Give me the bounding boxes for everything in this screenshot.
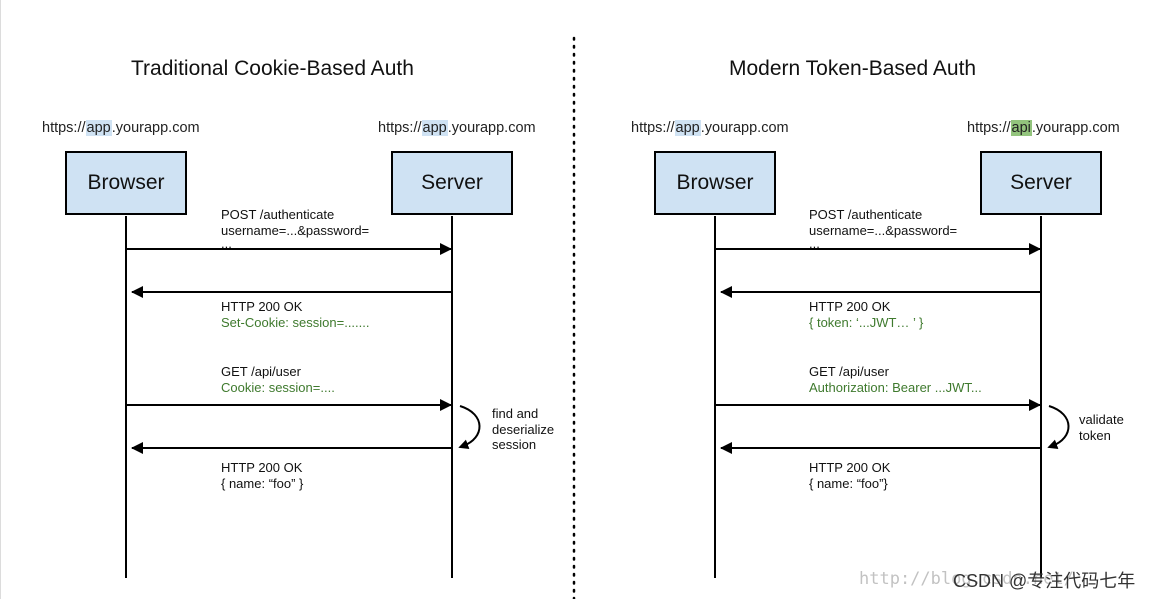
- right-server-box: Server: [980, 151, 1102, 215]
- url-subdomain-highlight: app: [674, 120, 701, 136]
- right-msg-http-200-name: HTTP 200 OK { name: “foo”}: [809, 460, 890, 492]
- msg-line: username=...&password=: [809, 223, 958, 238]
- right-note-validate: validate token: [1079, 412, 1124, 443]
- left-browser-box: Browser: [65, 151, 187, 215]
- left-msg-http-200-name: HTTP 200 OK { name: “foo” }: [221, 460, 303, 492]
- url-subdomain-highlight: app: [85, 120, 112, 136]
- url-domain: .yourapp.com: [1031, 120, 1120, 136]
- msg-line: ...: [809, 236, 820, 251]
- note-line: validate: [1079, 412, 1124, 427]
- url-prefix: https://: [42, 120, 86, 136]
- right-title: Modern Token-Based Auth: [729, 57, 977, 80]
- msg-line: { name: “foo” }: [221, 476, 304, 491]
- url-domain: .yourapp.com: [700, 120, 789, 136]
- url-domain: .yourapp.com: [447, 120, 536, 136]
- msg-line: HTTP 200 OK: [221, 299, 303, 314]
- right-browser-url: https://app.yourapp.com: [631, 120, 789, 136]
- msg-line: username=...&password=: [221, 223, 370, 238]
- msg-line: POST /authenticate: [809, 207, 923, 222]
- left-note-deserialize: find and deserialize session: [492, 406, 554, 453]
- msg-line: { name: “foo”}: [809, 476, 888, 491]
- left-msg-post-authenticate: POST /authenticate username=...&password…: [221, 207, 370, 251]
- msg-line: GET /api/user: [809, 364, 889, 379]
- left-msg-get-api-user: GET /api/user Cookie: session=....: [221, 364, 335, 396]
- url-prefix: https://: [631, 120, 675, 136]
- url-domain: .yourapp.com: [111, 120, 200, 136]
- url-subdomain-highlight: api: [1010, 120, 1032, 136]
- msg-line: GET /api/user: [221, 364, 301, 379]
- msg-body-line: { token: ‘...JWT… ’ }: [809, 315, 924, 330]
- msg-header-line: Set-Cookie: session=.......: [221, 315, 370, 330]
- msg-line: ...: [221, 236, 232, 251]
- left-server-url: https://app.yourapp.com: [378, 120, 536, 136]
- right-msg-http-200-token: HTTP 200 OK { token: ‘...JWT… ’ }: [809, 299, 923, 331]
- csdn-watermark: CSDN @专注代码七年: [953, 571, 1136, 591]
- url-subdomain-highlight: app: [421, 120, 448, 136]
- left-msg-http-200-cookie: HTTP 200 OK Set-Cookie: session=.......: [221, 299, 369, 331]
- url-prefix: https://: [378, 120, 422, 136]
- right-self-arrow: [1047, 405, 1070, 449]
- blog-url-watermark: http://blog.csdn.net/: [859, 569, 1074, 589]
- note-line: token: [1079, 427, 1111, 443]
- url-prefix: https://: [967, 120, 1011, 136]
- note-line: find and: [492, 406, 539, 421]
- msg-line: HTTP 200 OK: [221, 460, 303, 475]
- left-self-arrow: [458, 405, 481, 449]
- left-title: Traditional Cookie-Based Auth: [131, 57, 414, 80]
- right-msg-post-authenticate: POST /authenticate username=...&password…: [809, 207, 958, 251]
- right-server-url: https://api.yourapp.com: [967, 120, 1120, 136]
- msg-line: POST /authenticate: [221, 207, 335, 222]
- msg-header-line: Cookie: session=....: [221, 380, 335, 395]
- msg-line: HTTP 200 OK: [809, 460, 891, 475]
- left-browser-url: https://app.yourapp.com: [42, 120, 200, 136]
- right-browser-box: Browser: [654, 151, 776, 215]
- note-line: deserialize: [492, 421, 555, 437]
- note-line: session: [492, 437, 537, 452]
- right-msg-get-api-user: GET /api/user Authorization: Bearer ...J…: [809, 364, 982, 396]
- msg-line: HTTP 200 OK: [809, 299, 891, 314]
- left-server-box: Server: [391, 151, 513, 215]
- msg-header-line: Authorization: Bearer ...JWT...: [809, 380, 982, 395]
